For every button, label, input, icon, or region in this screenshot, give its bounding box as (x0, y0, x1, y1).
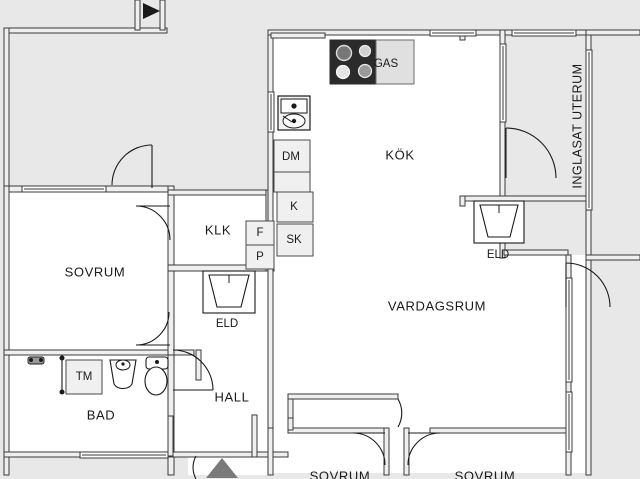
eld-right-label: ELD (487, 249, 509, 261)
bathroom-wall-fitting (27, 356, 45, 365)
cabinet-blank (273, 171, 311, 193)
window-sovrum-top (21, 185, 107, 193)
cabinet-dm (273, 139, 311, 173)
stairs-up-arrow (206, 458, 238, 478)
room-label-sovrum-3: SOVRUM (455, 468, 516, 479)
k-label: K (290, 201, 298, 213)
cabinet-p (245, 244, 275, 270)
door-uterum (505, 127, 557, 179)
door-hall-vardagsrum (397, 398, 403, 428)
door-hall-entry (192, 455, 197, 479)
kitchen-cabinets (245, 139, 314, 270)
cabinet-k (276, 191, 314, 223)
eld-left-label: ELD (216, 318, 238, 330)
door-bad-hall (172, 349, 214, 391)
fireplace-right (473, 200, 525, 244)
window-kok-left (267, 91, 275, 133)
window-vardagsrum-right (565, 277, 573, 383)
wash-basin (109, 359, 137, 390)
upper-left-room-floor (8, 30, 163, 188)
window-bad-bottom (79, 451, 169, 459)
f-label: F (256, 227, 263, 239)
window-uterum-top (511, 29, 577, 37)
cabinet-sk (276, 223, 314, 257)
entry-direction-arrow (143, 3, 160, 19)
room-label-uterum: INGLASAT UTERUM (570, 63, 584, 188)
door-vardagsrum-right (565, 262, 611, 308)
window-uterum-left (499, 43, 507, 123)
room-label-sovrum-1: SOVRUM (65, 264, 126, 279)
washing-machine (65, 359, 103, 395)
window-vardagsrum-right-lower (565, 391, 573, 453)
room-label-sovrum-2: SOVRUM (310, 468, 371, 479)
cabinet-f (245, 220, 275, 246)
door-sovrum-klk (135, 205, 171, 241)
shower-rail (59, 355, 65, 395)
door-sovrum-hall (135, 311, 170, 346)
room-label-kok: KÖK (385, 147, 414, 162)
room-label-klk: KLK (205, 222, 231, 237)
window-uterum-right (585, 49, 593, 211)
bathroom-fixtures (27, 355, 169, 396)
door-sovrum-2 (352, 432, 386, 466)
window-kok-top (429, 29, 477, 37)
room-label-vardagsrum: VARDAGSRUM (388, 298, 486, 313)
windows (21, 29, 593, 459)
p-label: P (256, 251, 264, 263)
fireplace-left (202, 270, 256, 314)
kitchen-sink (277, 95, 311, 131)
lower-grey-strip (8, 455, 188, 479)
tm-label: TM (76, 371, 93, 383)
dm-label: DM (282, 151, 300, 163)
room-label-bad: BAD (87, 407, 116, 422)
gas-stove (329, 39, 415, 85)
door-sovrum-3 (407, 432, 441, 466)
toilet (144, 356, 169, 396)
sk-label: SK (286, 234, 302, 246)
door-upper-left-room (111, 144, 153, 188)
gas-label: GAS (374, 58, 399, 70)
room-label-hall: HALL (215, 389, 250, 404)
doors (111, 127, 611, 479)
